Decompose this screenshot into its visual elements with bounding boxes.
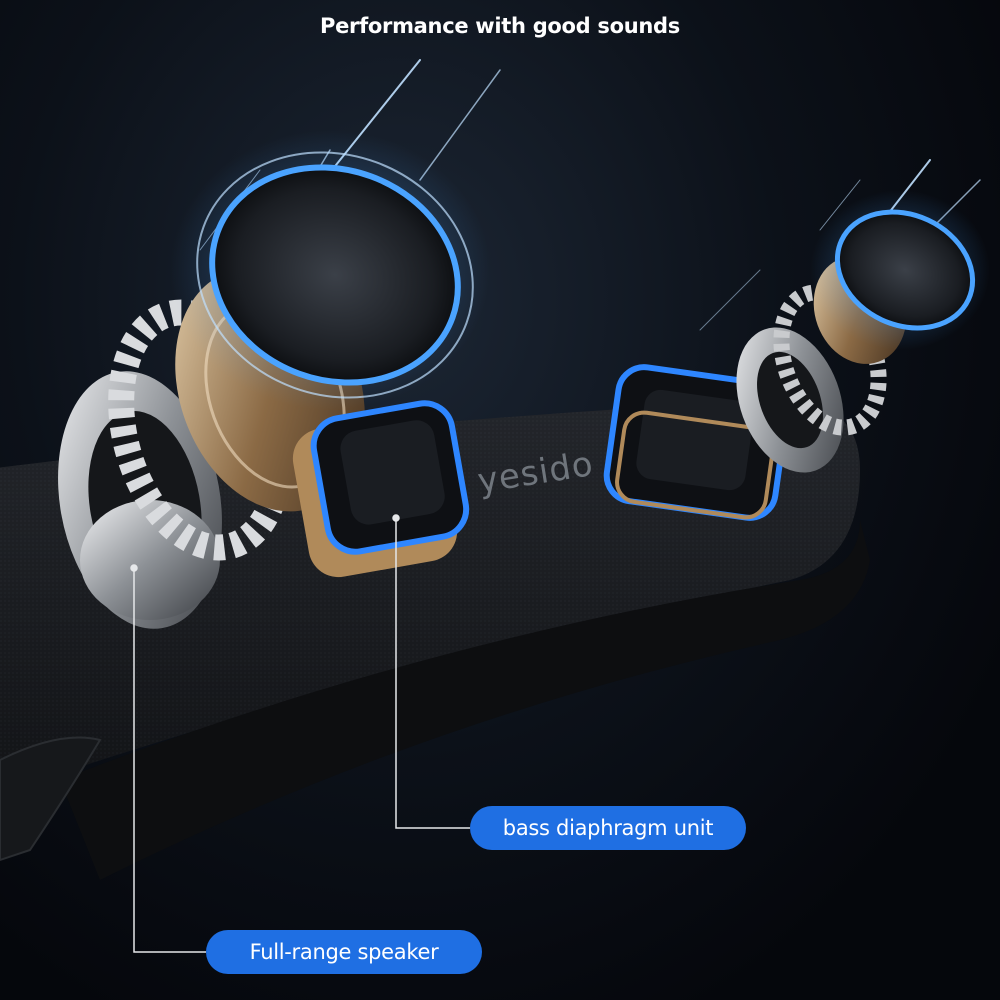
right-driver-stack: [736, 190, 990, 473]
bass-diaphragm-callout: bass diaphragm unit: [470, 806, 746, 850]
left-driver-stack: [58, 130, 490, 629]
full-range-speaker-callout: Full-range speaker: [206, 930, 482, 974]
callout-leader-lines: [130, 514, 470, 953]
left-bass-radiator: [292, 400, 470, 578]
page-headline: Performance with good sounds: [319, 14, 680, 38]
